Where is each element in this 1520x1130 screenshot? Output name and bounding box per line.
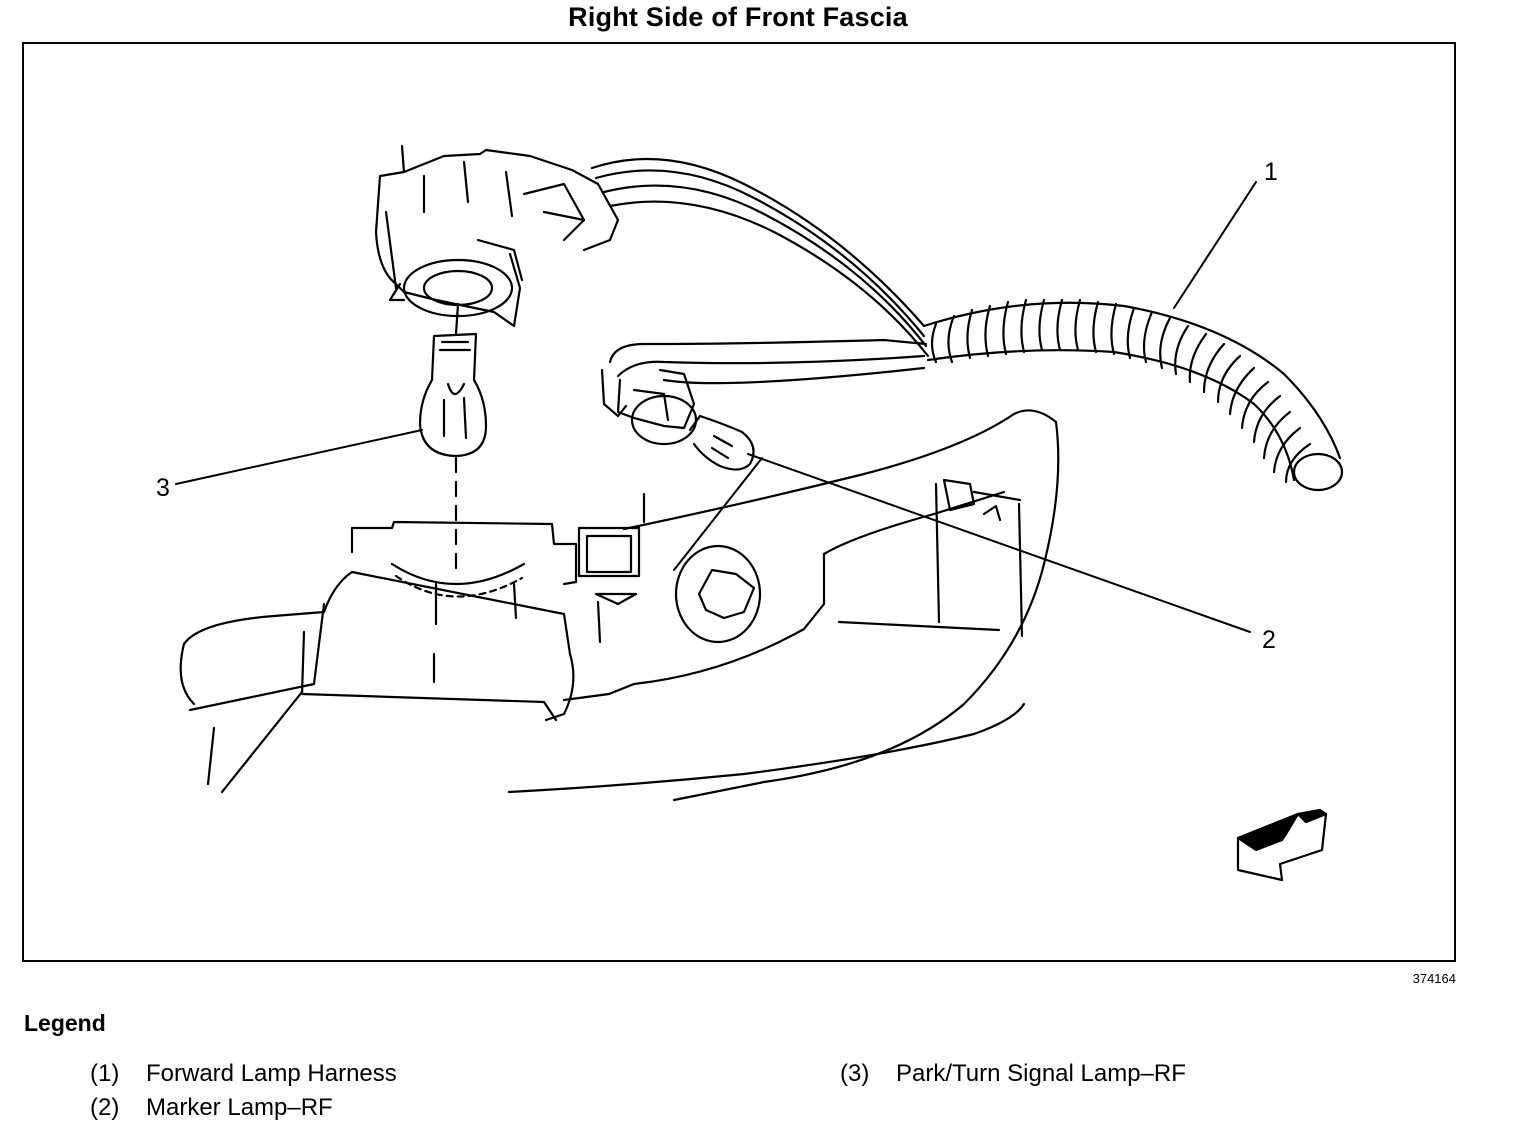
corrugated-loom xyxy=(922,298,1344,492)
fascia-body xyxy=(179,409,1060,802)
legend-item-label: Forward Lamp Harness xyxy=(146,1060,397,1087)
leader-lines xyxy=(175,181,1257,633)
marker-lamp-hole xyxy=(674,544,762,644)
fascia-diagram: 1 2 3 xyxy=(156,144,1344,882)
park-turn-socket xyxy=(374,144,620,328)
callout-2: 2 xyxy=(1262,626,1276,654)
legend-item-number: (2) xyxy=(90,1094,120,1121)
legend-item-label: Park/Turn Signal Lamp–RF xyxy=(896,1060,1186,1087)
fascia-stud xyxy=(942,478,1022,522)
diagram-frame: 1 2 3 xyxy=(22,42,1456,962)
park-turn-bulb xyxy=(418,302,488,576)
legend-item-1: (1) Forward Lamp Harness xyxy=(90,1060,397,1088)
legend-item-number: (1) xyxy=(90,1060,120,1087)
lamp-housing xyxy=(350,520,641,644)
harness-wires xyxy=(590,157,930,385)
figure-id: 374164 xyxy=(1412,971,1456,986)
callout-3: 3 xyxy=(156,474,170,502)
marker-lamp-socket xyxy=(600,368,755,471)
legend-heading: Legend xyxy=(24,1010,106,1036)
direction-arrow-icon xyxy=(1236,808,1328,882)
page-title: Right Side of Front Fascia xyxy=(568,2,908,32)
callout-1: 1 xyxy=(1264,158,1278,186)
legend-item-2: (2) Marker Lamp–RF xyxy=(90,1094,333,1122)
legend-item-label: Marker Lamp–RF xyxy=(146,1094,333,1121)
legend-item-3: (3) Park/Turn Signal Lamp–RF xyxy=(840,1060,1186,1088)
legend-item-number: (3) xyxy=(840,1060,870,1087)
